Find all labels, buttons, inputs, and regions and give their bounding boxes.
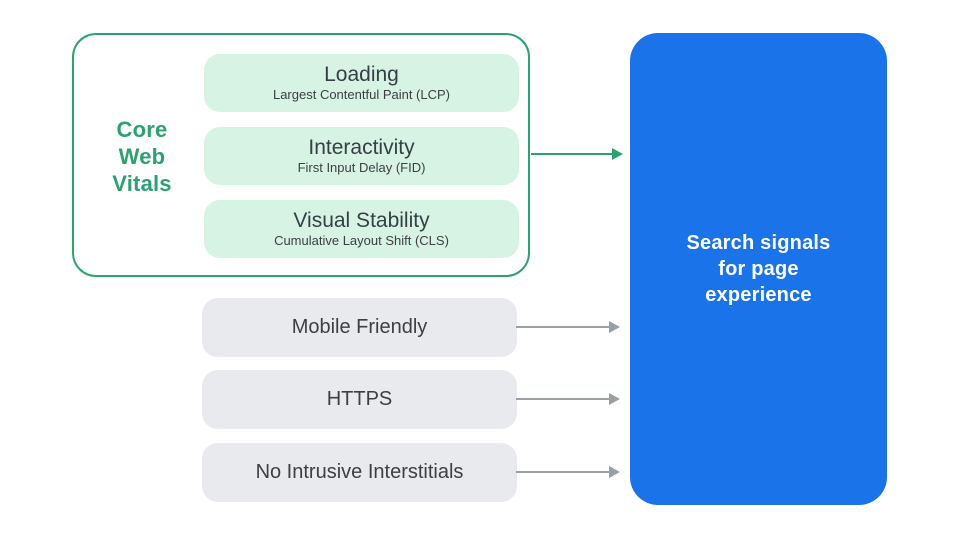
arrow-head-icon <box>612 148 623 160</box>
core-web-vitals-label: Core Web Vitals <box>112 117 172 196</box>
pill-visual-stability: Visual Stability Cumulative Layout Shift… <box>204 200 519 258</box>
pill-no-intrusive-interstitials: No Intrusive Interstitials <box>202 443 517 502</box>
pill-no-intrusive-interstitials-label: No Intrusive Interstitials <box>255 461 464 483</box>
pill-interactivity-subtitle: First Input Delay (FID) <box>297 160 426 175</box>
arrow-head-icon <box>609 466 620 478</box>
search-signals-label: Search signals for page experience <box>686 232 831 306</box>
arrow-line <box>516 471 609 473</box>
pill-loading-subtitle: Largest Contentful Paint (LCP) <box>272 87 451 102</box>
search-signals-box: Search signals for page experience <box>630 33 887 505</box>
pill-interactivity-title: Interactivity <box>308 136 415 159</box>
pill-visual-stability-title: Visual Stability <box>293 209 430 232</box>
arrow-line <box>516 326 609 328</box>
pill-loading-title: Loading <box>324 63 399 86</box>
arrow-line <box>531 153 612 155</box>
arrow-head-icon <box>609 321 620 333</box>
pill-interactivity: Interactivity First Input Delay (FID) <box>204 127 519 185</box>
arrow-line <box>516 398 609 400</box>
arrow-no-intrusive-interstitials-icon <box>516 465 620 479</box>
arrow-mobile-friendly-icon <box>516 320 620 334</box>
pill-https-label: HTTPS <box>326 388 393 410</box>
pill-https: HTTPS <box>202 370 517 429</box>
pill-mobile-friendly: Mobile Friendly <box>202 298 517 357</box>
arrow-https-icon <box>516 392 620 406</box>
arrow-head-icon <box>609 393 620 405</box>
pill-loading: Loading Largest Contentful Paint (LCP) <box>204 54 519 112</box>
core-web-vitals-group: Core Web Vitals Loading Largest Contentf… <box>72 33 530 277</box>
arrow-core-web-vitals-icon <box>531 147 623 161</box>
pill-visual-stability-subtitle: Cumulative Layout Shift (CLS) <box>274 233 449 248</box>
pill-mobile-friendly-label: Mobile Friendly <box>291 316 428 338</box>
